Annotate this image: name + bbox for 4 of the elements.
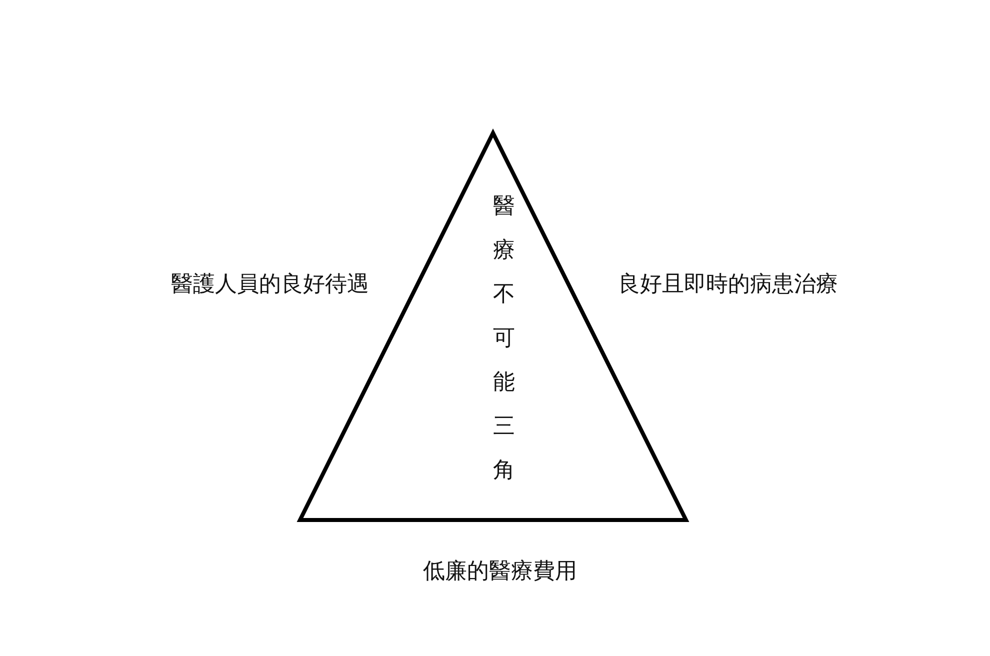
triangle-title: 醫療不可能三角 xyxy=(493,193,515,485)
side-label: 低廉的醫療費用 xyxy=(423,559,577,586)
side-label: 醫護人員的良好待遇 xyxy=(171,272,369,298)
side-label: 良好且即時的病患治療 xyxy=(618,272,838,298)
